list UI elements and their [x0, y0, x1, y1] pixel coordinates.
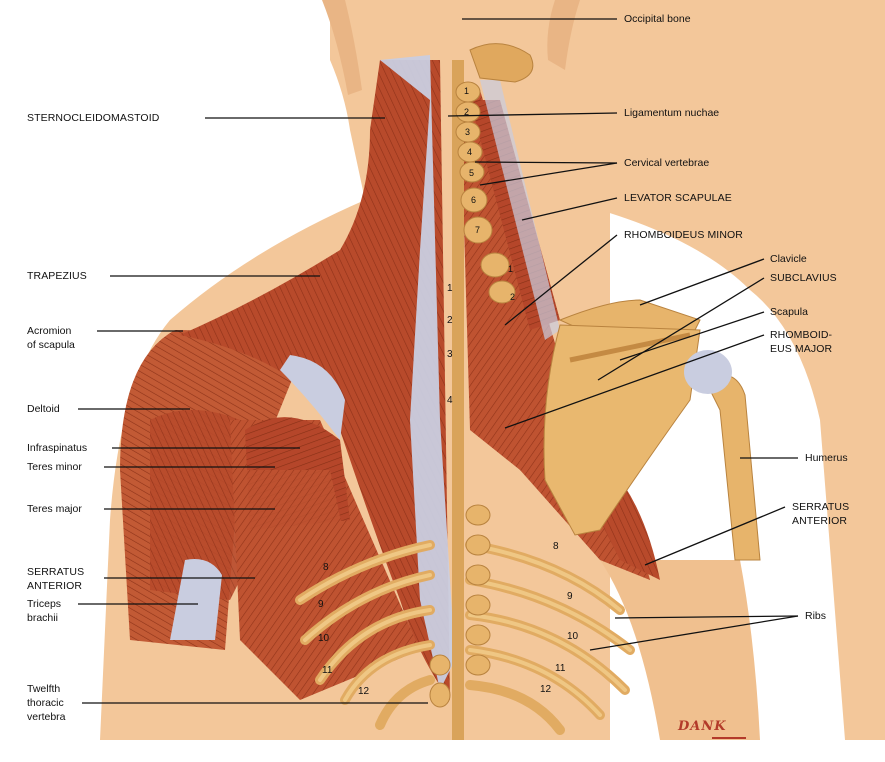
label-deltoid: Deltoid [27, 403, 60, 415]
cervical-number-6: 6 [471, 195, 477, 205]
label-rhomboideus-major: RHOMBOID- EUS MAJOR [770, 329, 833, 355]
label-infraspinatus: Infraspinatus [27, 442, 88, 454]
label-occipital-bone: Occipital bone [624, 13, 691, 25]
label-serratus-anterior-left: SERRATUS ANTERIOR [27, 566, 85, 592]
label-serratus-anterior-right: SERRATUS ANTERIOR [792, 501, 850, 527]
cervical-number-1: 1 [464, 86, 470, 96]
label-scapula: Scapula [770, 306, 808, 318]
label-trapezius: TRAPEZIUS [27, 270, 87, 282]
left-rib-number-11: 11 [322, 665, 333, 676]
left-rib-number-8: 8 [323, 562, 329, 573]
label-levator-scapulae: LEVATOR SCAPULAE [624, 192, 732, 204]
thoracic-number-2: 2 [447, 315, 453, 326]
right-shoulder-bones [543, 299, 761, 561]
left-rib-number-10: 10 [318, 633, 330, 644]
right-rib-number-11: 11 [555, 663, 566, 674]
label-acromion: Acromion of scapula [27, 325, 75, 351]
label-ligamentum-nuchae: Ligamentum nuchae [624, 107, 720, 119]
right-rib-number-8: 8 [553, 541, 559, 552]
cervical-number-4: 4 [467, 147, 473, 157]
label-twelfth-thoracic-vertebra: Twelfth thoracic vertebra [27, 683, 66, 723]
cervical-number-5: 5 [469, 168, 475, 178]
right-rib-number-9: 9 [567, 591, 573, 602]
vertebral-column [429, 43, 534, 740]
label-subclavius: SUBCLAVIUS [770, 272, 837, 284]
label-clavicle: Clavicle [770, 253, 807, 265]
label-teres-major: Teres major [27, 503, 82, 515]
label-cervical-vertebrae: Cervical vertebrae [624, 157, 710, 169]
label-sternocleidomastoid: STERNOCLEIDOMASTOID [27, 112, 160, 124]
trapezius-muscle [180, 55, 455, 700]
thoracic-number-1: 1 [447, 283, 453, 294]
thoracic-number-3: 3 [447, 349, 453, 360]
upper-rib-number-2: 2 [510, 292, 516, 302]
artist-signature: DANK [678, 719, 727, 734]
left-rib-number-12: 12 [358, 686, 370, 697]
upper-rib-number-1: 1 [508, 264, 514, 274]
label-humerus: Humerus [805, 452, 848, 464]
cervical-number-2: 2 [464, 107, 470, 117]
back-muscles-artwork [78, 0, 885, 740]
leader-lines [78, 18, 799, 704]
rotator-muscles [240, 417, 350, 550]
right-rib-number-12: 12 [540, 684, 552, 695]
label-teres-minor: Teres minor [27, 461, 82, 473]
signature-underline [712, 737, 746, 739]
thoracic-number-4: 4 [447, 395, 453, 406]
label-triceps-brachii: Triceps brachii [27, 598, 62, 624]
label-rhomboideus-minor: RHOMBOIDEUS MINOR [624, 229, 743, 241]
cervical-number-3: 3 [465, 127, 471, 137]
right-rib-number-10: 10 [567, 631, 579, 642]
label-ribs: Ribs [805, 610, 827, 622]
cervical-number-7: 7 [475, 225, 481, 235]
left-rib-number-9: 9 [318, 599, 324, 610]
